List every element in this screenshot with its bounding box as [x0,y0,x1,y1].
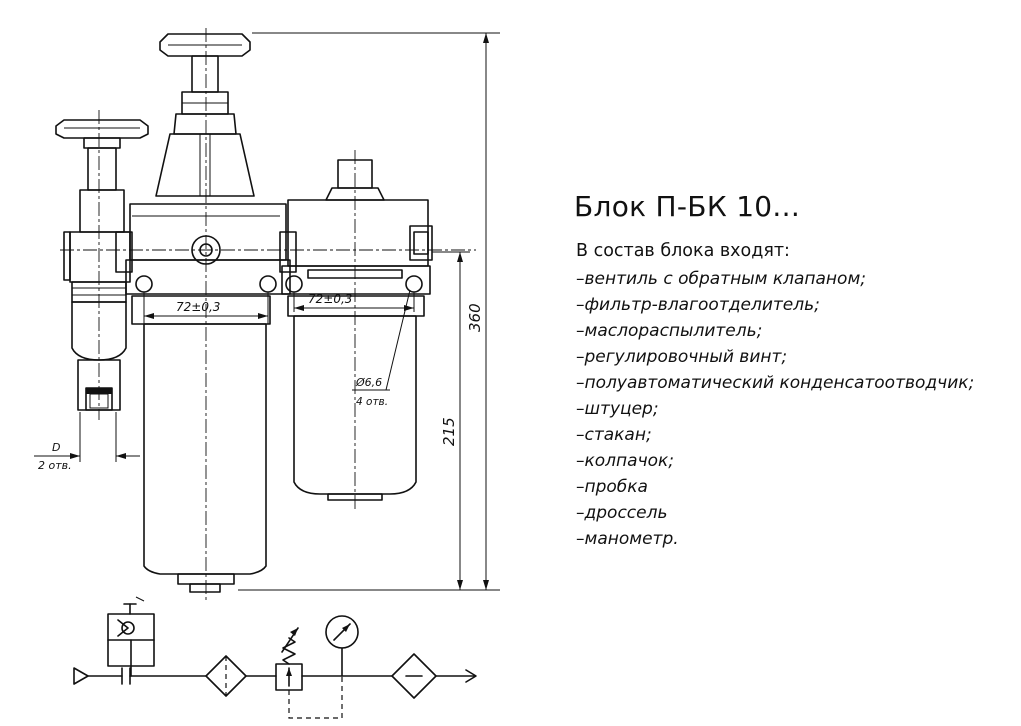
component-item: –маслораспылитель; [576,318,1017,344]
filter-symbol-icon [205,655,247,697]
component-label: дроссель [584,503,668,523]
mount-spacing-right: 72±0,3 [293,292,415,312]
list-dash: – [576,529,585,549]
list-dash: – [576,269,585,289]
hole-leader: Ø6,6 4 отв. [352,289,411,408]
component-label: полуавтоматический конденсатоотводчик; [584,373,975,393]
check-valve-symbol-icon [107,596,155,677]
list-dash: – [576,425,585,445]
block-title: Блок П-БК 10... [574,190,801,223]
component-legend: Блок П-БК 10... В состав блока входят: –… [572,190,1017,552]
lubricator [281,150,433,512]
port-dimension: D 2 отв. [34,412,140,472]
port-size-label: D [52,441,60,454]
component-label: пробка [584,477,648,497]
filter-regulator [115,28,297,600]
component-label: штуцер; [584,399,659,419]
mount-spacing-left: 72±0,3 [143,292,269,324]
height-215-label: 215 [440,417,458,446]
component-label: регулировочный винт; [584,347,788,367]
hole-diameter-label: Ø6,6 [355,376,382,389]
list-dash: – [576,477,585,497]
height-215-dimension: 215 [238,251,470,591]
valve-assembly [55,110,149,420]
component-label: фильтр-влагоотделитель; [584,295,820,315]
component-item: –манометр. [576,526,1017,552]
component-item: –регулировочный винт; [576,344,1017,370]
component-item: –полуавтоматический конденсатоотводчик; [576,370,1017,396]
hole-count-label: 4 отв. [356,396,388,408]
list-dash: – [576,399,585,419]
height-360-label: 360 [466,303,484,332]
port-count-label: 2 отв. [38,459,72,472]
mount-spacing-right-label: 72±0,3 [308,292,352,306]
component-item: –штуцер; [576,396,1017,422]
list-dash: – [576,347,585,367]
component-label: манометр. [584,529,679,549]
handwheel-icon [159,33,251,57]
pressure-gauge-icon [325,615,359,677]
component-item: –фильтр-влагоотделитель; [576,292,1017,318]
component-label: стакан; [584,425,652,445]
component-item: –дроссель [576,500,1017,526]
legend-subtitle: В состав блока входят: [576,241,790,261]
list-dash: – [576,503,585,523]
list-dash: – [576,295,585,315]
component-label: колпачок; [584,451,675,471]
component-list: –вентиль с обратным клапаном;–фильтр-вла… [572,266,1017,552]
pneumatic-schematic [73,596,477,719]
component-item: –пробка [576,474,1017,500]
component-item: –вентиль с обратным клапаном; [576,266,1017,292]
component-item: –колпачок; [576,448,1017,474]
component-label: вентиль с обратным клапаном; [584,269,867,289]
list-dash: – [576,451,585,471]
mount-spacing-left-label: 72±0,3 [176,300,220,314]
height-360-dimension: 360 [252,32,500,591]
component-item: –стакан; [576,422,1017,448]
filter-symbol-icon [391,653,437,699]
list-dash: – [576,321,585,341]
handwheel-icon [55,119,149,139]
component-label: маслораспылитель; [584,321,763,341]
list-dash: – [576,373,585,393]
